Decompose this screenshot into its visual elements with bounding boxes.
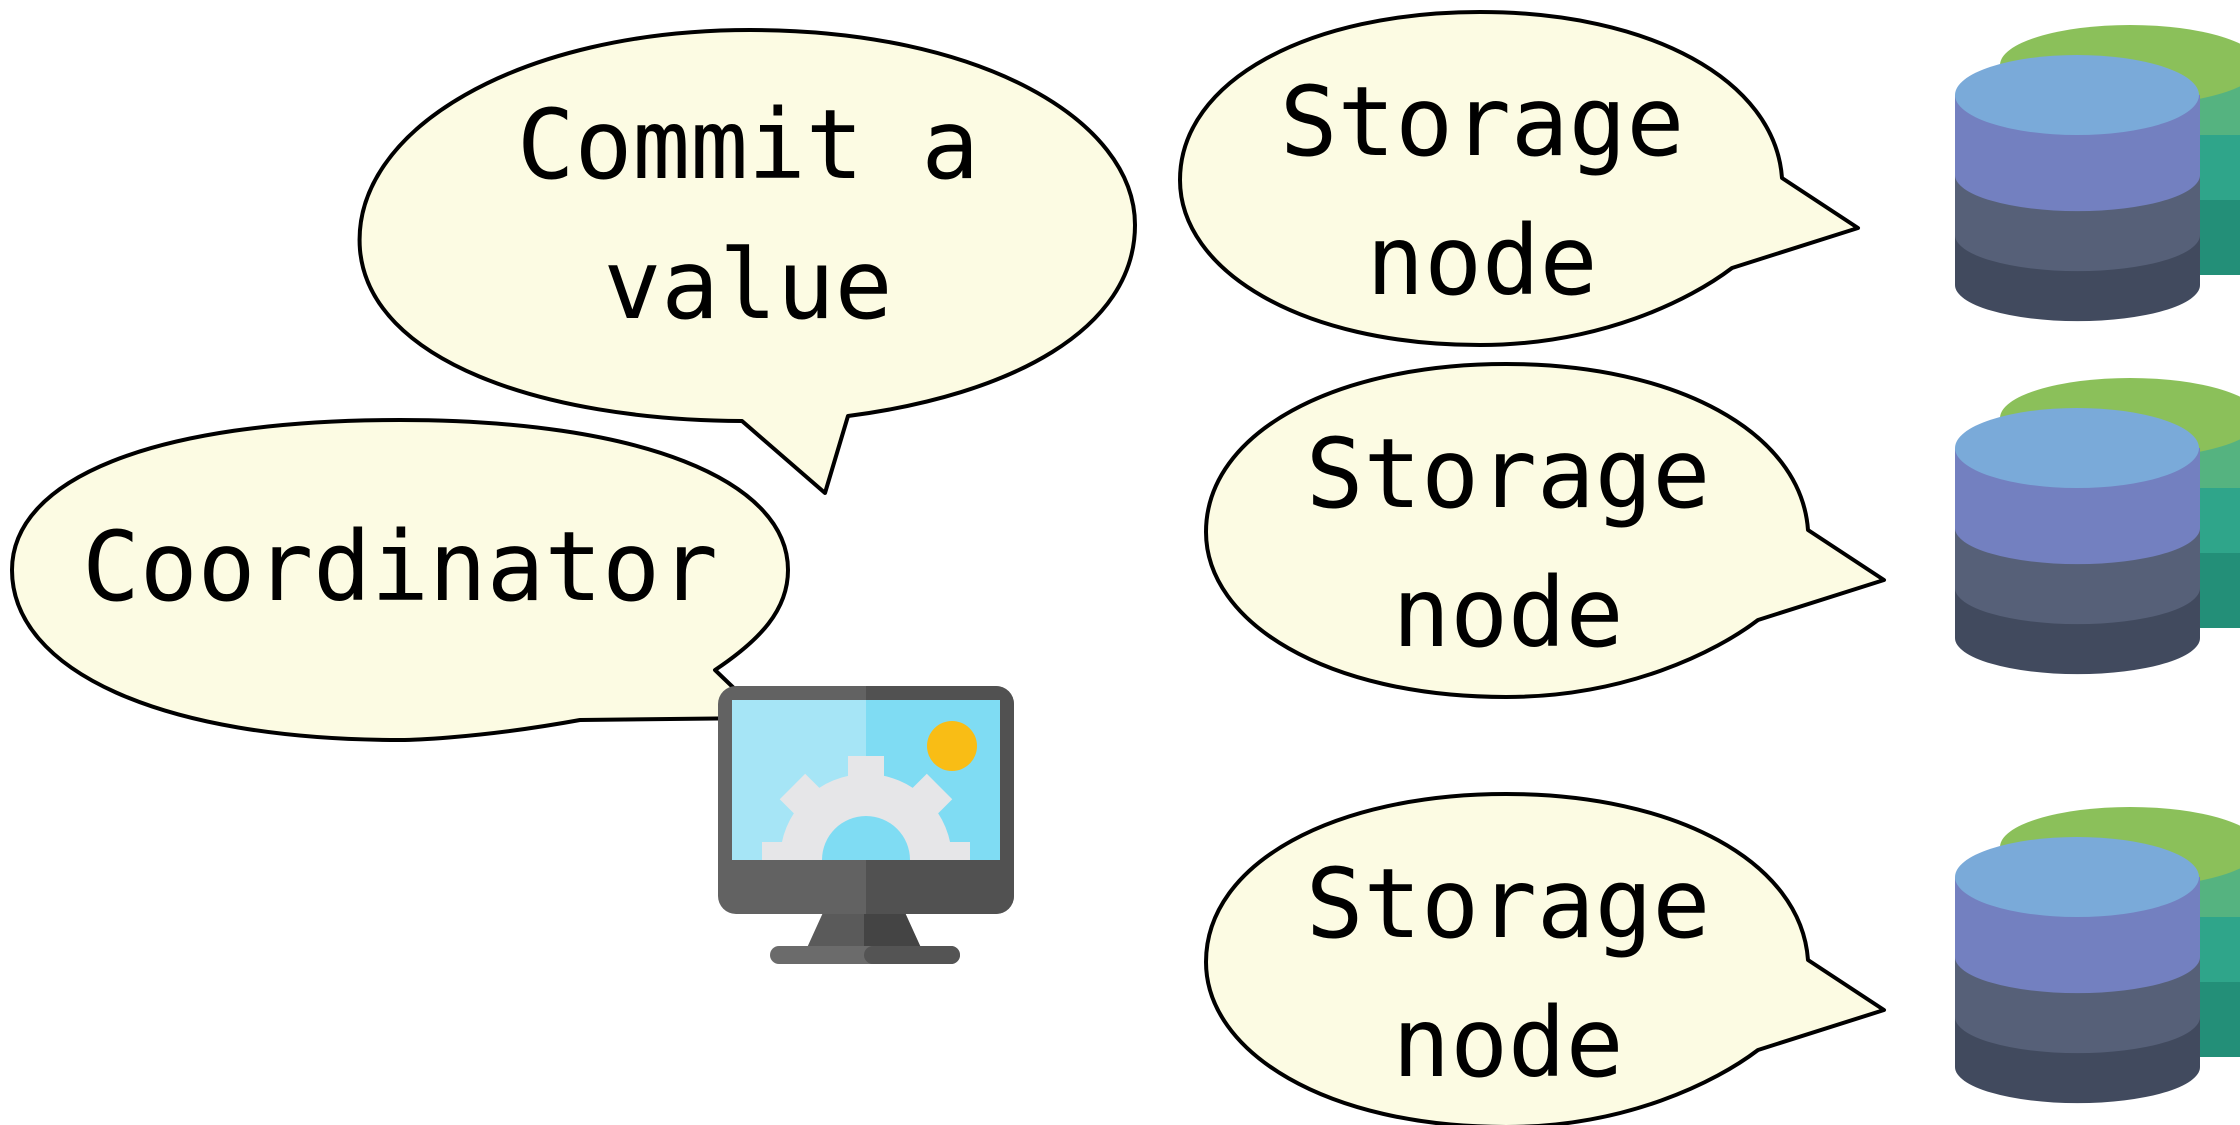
storage-node-label-line1: Storage [1306, 848, 1711, 960]
storage-node-bubble-shape [1204, 362, 1886, 699]
storage-node-label-line2: node [1392, 557, 1623, 669]
database-icon-2 [1955, 378, 2240, 675]
storage-node-bubble-3: Storage node [1204, 792, 1886, 1125]
coordinator-bubble: Coordinator [10, 418, 790, 742]
commit-value-text-line1: Commit a [517, 89, 979, 201]
storage-node-label-line2: node [1366, 205, 1597, 317]
monitor-base-shade [864, 946, 960, 964]
commit-value-bubble: Commit a value [357, 28, 1137, 495]
commit-value-text-line2: value [604, 229, 893, 341]
database-icon-1 [1955, 25, 2240, 322]
monitor-sun [927, 721, 977, 771]
commit-value-bubble-shape [357, 28, 1137, 495]
database-icon-3 [1955, 807, 2240, 1104]
computer-monitor-icon [718, 686, 1014, 964]
coordinator-bubble-shape [10, 418, 790, 742]
storage-node-label-line1: Storage [1306, 418, 1711, 530]
monitor-stand-shade [864, 906, 922, 950]
storage-node-bubble-1: Storage node [1178, 10, 1860, 347]
storage-node-bubble-shape [1204, 792, 1886, 1125]
storage-node-label-line2: node [1392, 987, 1623, 1099]
coordinator-label: Coordinator [82, 511, 718, 623]
monitor-gear [762, 756, 970, 860]
storage-node-bubble-2: Storage node [1204, 362, 1886, 699]
storage-node-label-line1: Storage [1280, 66, 1685, 178]
storage-node-bubble-shape [1178, 10, 1860, 347]
